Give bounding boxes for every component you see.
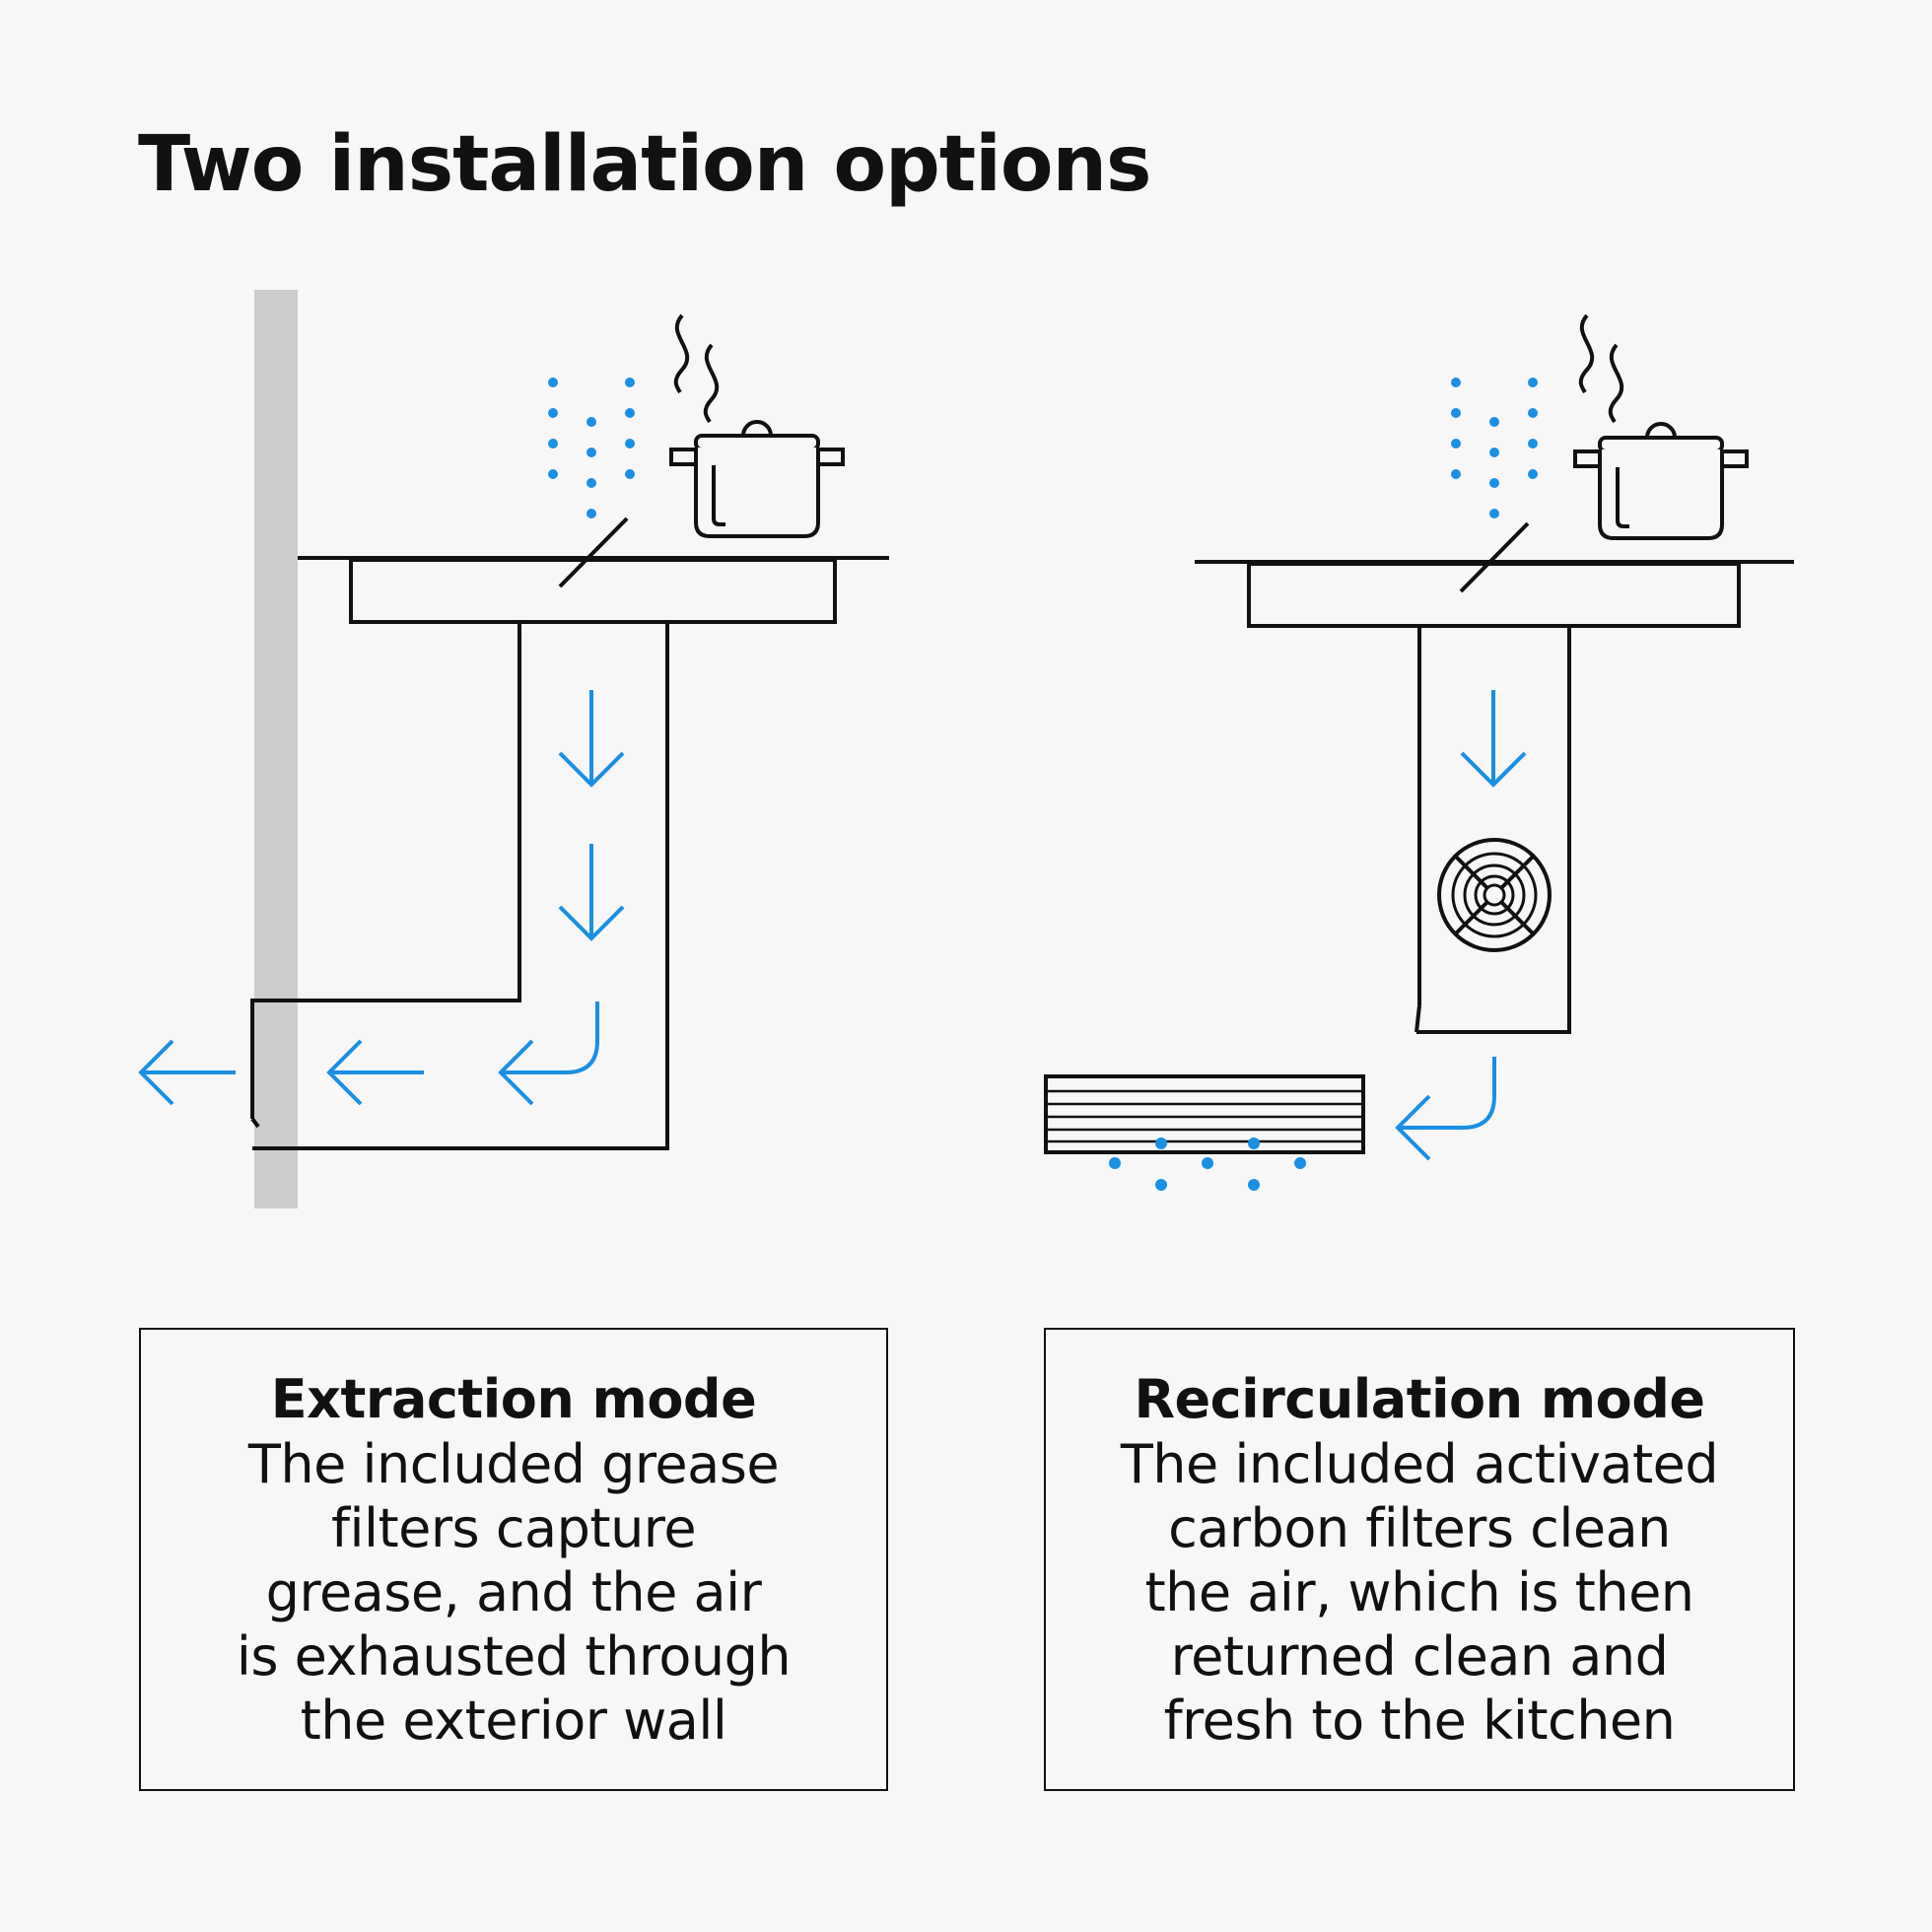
arrow-down-icon [1460,688,1527,787]
caption-line: The included activated [1120,1432,1719,1495]
arrow-left-icon [327,1039,426,1106]
grease-dots [1451,378,1538,518]
steam-icon [673,313,720,424]
arrow-left-icon [139,1039,238,1106]
grease-dots [548,378,635,518]
caption-line: filters capture [330,1496,697,1559]
hood-filter-slot [558,517,629,588]
caption-line: The included grease [247,1432,780,1495]
caption-line: fresh to the kitchen [1163,1689,1676,1752]
caption-heading: Extraction mode [270,1367,757,1430]
duct [250,622,669,1150]
vent-grille-icon [1044,1074,1365,1154]
caption-line: returned clean and [1170,1624,1669,1688]
arrow-curve-icon [1396,1055,1496,1161]
hood-body [349,558,837,624]
steam-icon [1578,313,1624,424]
hood-body [1247,562,1741,628]
recirculation-diagram [1044,313,1794,1191]
caption-line: grease, and the air [265,1560,762,1623]
exterior-wall [254,290,298,1208]
duct [1416,626,1571,1034]
caption-heading: Recirculation mode [1134,1367,1705,1430]
recirculation-caption-box: Recirculation mode The included activate… [1044,1328,1795,1791]
caption-line: the air, which is then [1144,1560,1694,1623]
extraction-diagram [139,290,889,1208]
pot-icon [669,420,845,538]
arrow-down-icon [558,842,625,940]
arrow-down-icon [558,688,625,787]
hood-filter-slot [1459,521,1530,593]
pot-icon [1573,422,1749,540]
fan-icon [1437,838,1552,952]
arrow-curve-icon [499,1000,599,1106]
extraction-caption-box: Extraction mode The included grease filt… [139,1328,888,1791]
clean-air-dots [1109,1138,1306,1191]
caption-line: the exterior wall [300,1689,727,1752]
caption-line: carbon filters clean [1168,1496,1671,1559]
page-title: Two installation options [138,120,1151,209]
caption-line: is exhausted through [236,1624,792,1688]
